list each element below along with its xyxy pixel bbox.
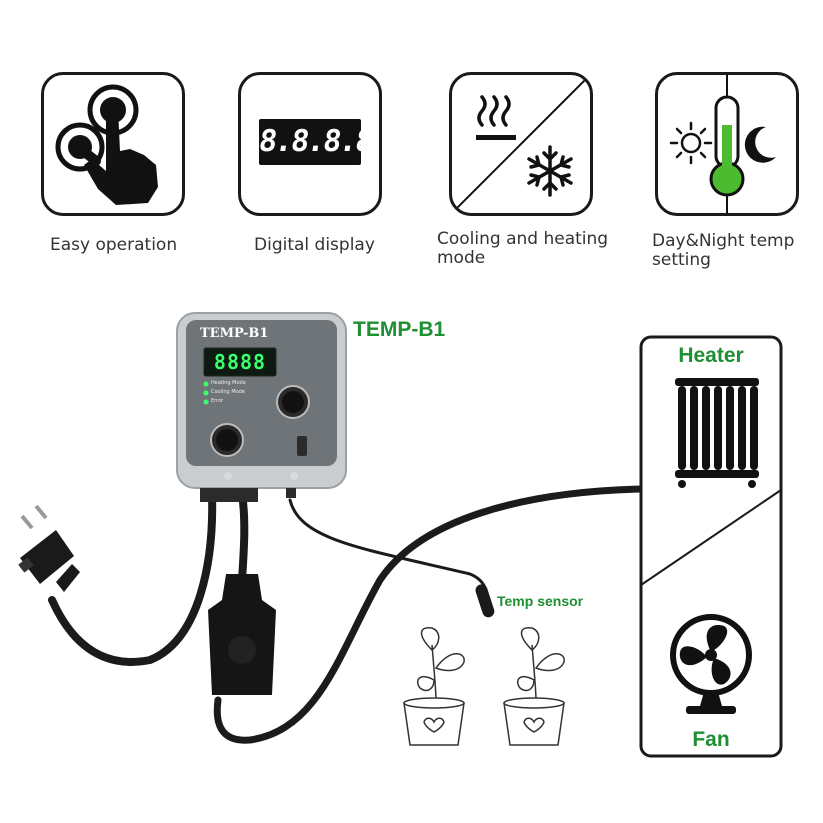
mode-label-cooling: Cooling Mode <box>211 389 245 395</box>
sun-icon <box>669 121 713 165</box>
heater-label: Heater <box>678 344 744 367</box>
feature-easy-operation <box>41 72 185 216</box>
power-socket-icon <box>208 574 276 695</box>
heater-icon <box>675 378 759 488</box>
power-plug-icon <box>18 504 80 592</box>
mode-label-error: Error <box>211 398 224 404</box>
device-brand-label: TEMP-B1 <box>200 326 269 341</box>
device-title: TEMP-B1 <box>353 318 446 341</box>
temp-sensor-label: Temp sensor <box>497 593 584 609</box>
snowflake-icon <box>527 145 573 197</box>
controller-device <box>176 312 347 502</box>
feature-label-easy-operation: Easy operation <box>50 235 178 255</box>
mode-label-heating: Heating Mode <box>211 380 246 386</box>
hand-tap-icon <box>55 84 158 205</box>
digital-display-icon: 8.8.8.8. <box>256 119 382 165</box>
fan-icon <box>670 614 752 714</box>
fan-label: Fan <box>692 728 730 751</box>
plant-pot-right <box>503 627 565 746</box>
feature-cooling-heating <box>449 72 593 216</box>
heat-snowflake-icon <box>452 75 590 213</box>
thermometer-sun-moon-icon <box>669 75 776 213</box>
feature-label-digital-display: Digital display <box>254 235 375 255</box>
sensor-cable <box>288 498 488 592</box>
display-digits: 8.8.8.8. <box>256 124 382 159</box>
feature-label-day-night: Day&Night temp setting <box>652 231 795 270</box>
heater-cable <box>213 485 645 744</box>
feature-day-night <box>655 72 799 216</box>
plug-cable <box>48 490 217 666</box>
temp-sensor-probe <box>475 584 495 618</box>
device-display-digits: 8888 <box>213 350 267 374</box>
feature-digital-display: 8.8.8.8. <box>238 72 382 216</box>
moon-icon <box>744 126 776 163</box>
feature-label-cooling-heating: Cooling and heating mode <box>437 229 609 268</box>
output-panel <box>639 335 783 758</box>
plant-pot-left <box>403 627 465 746</box>
socket-cable <box>238 490 249 584</box>
